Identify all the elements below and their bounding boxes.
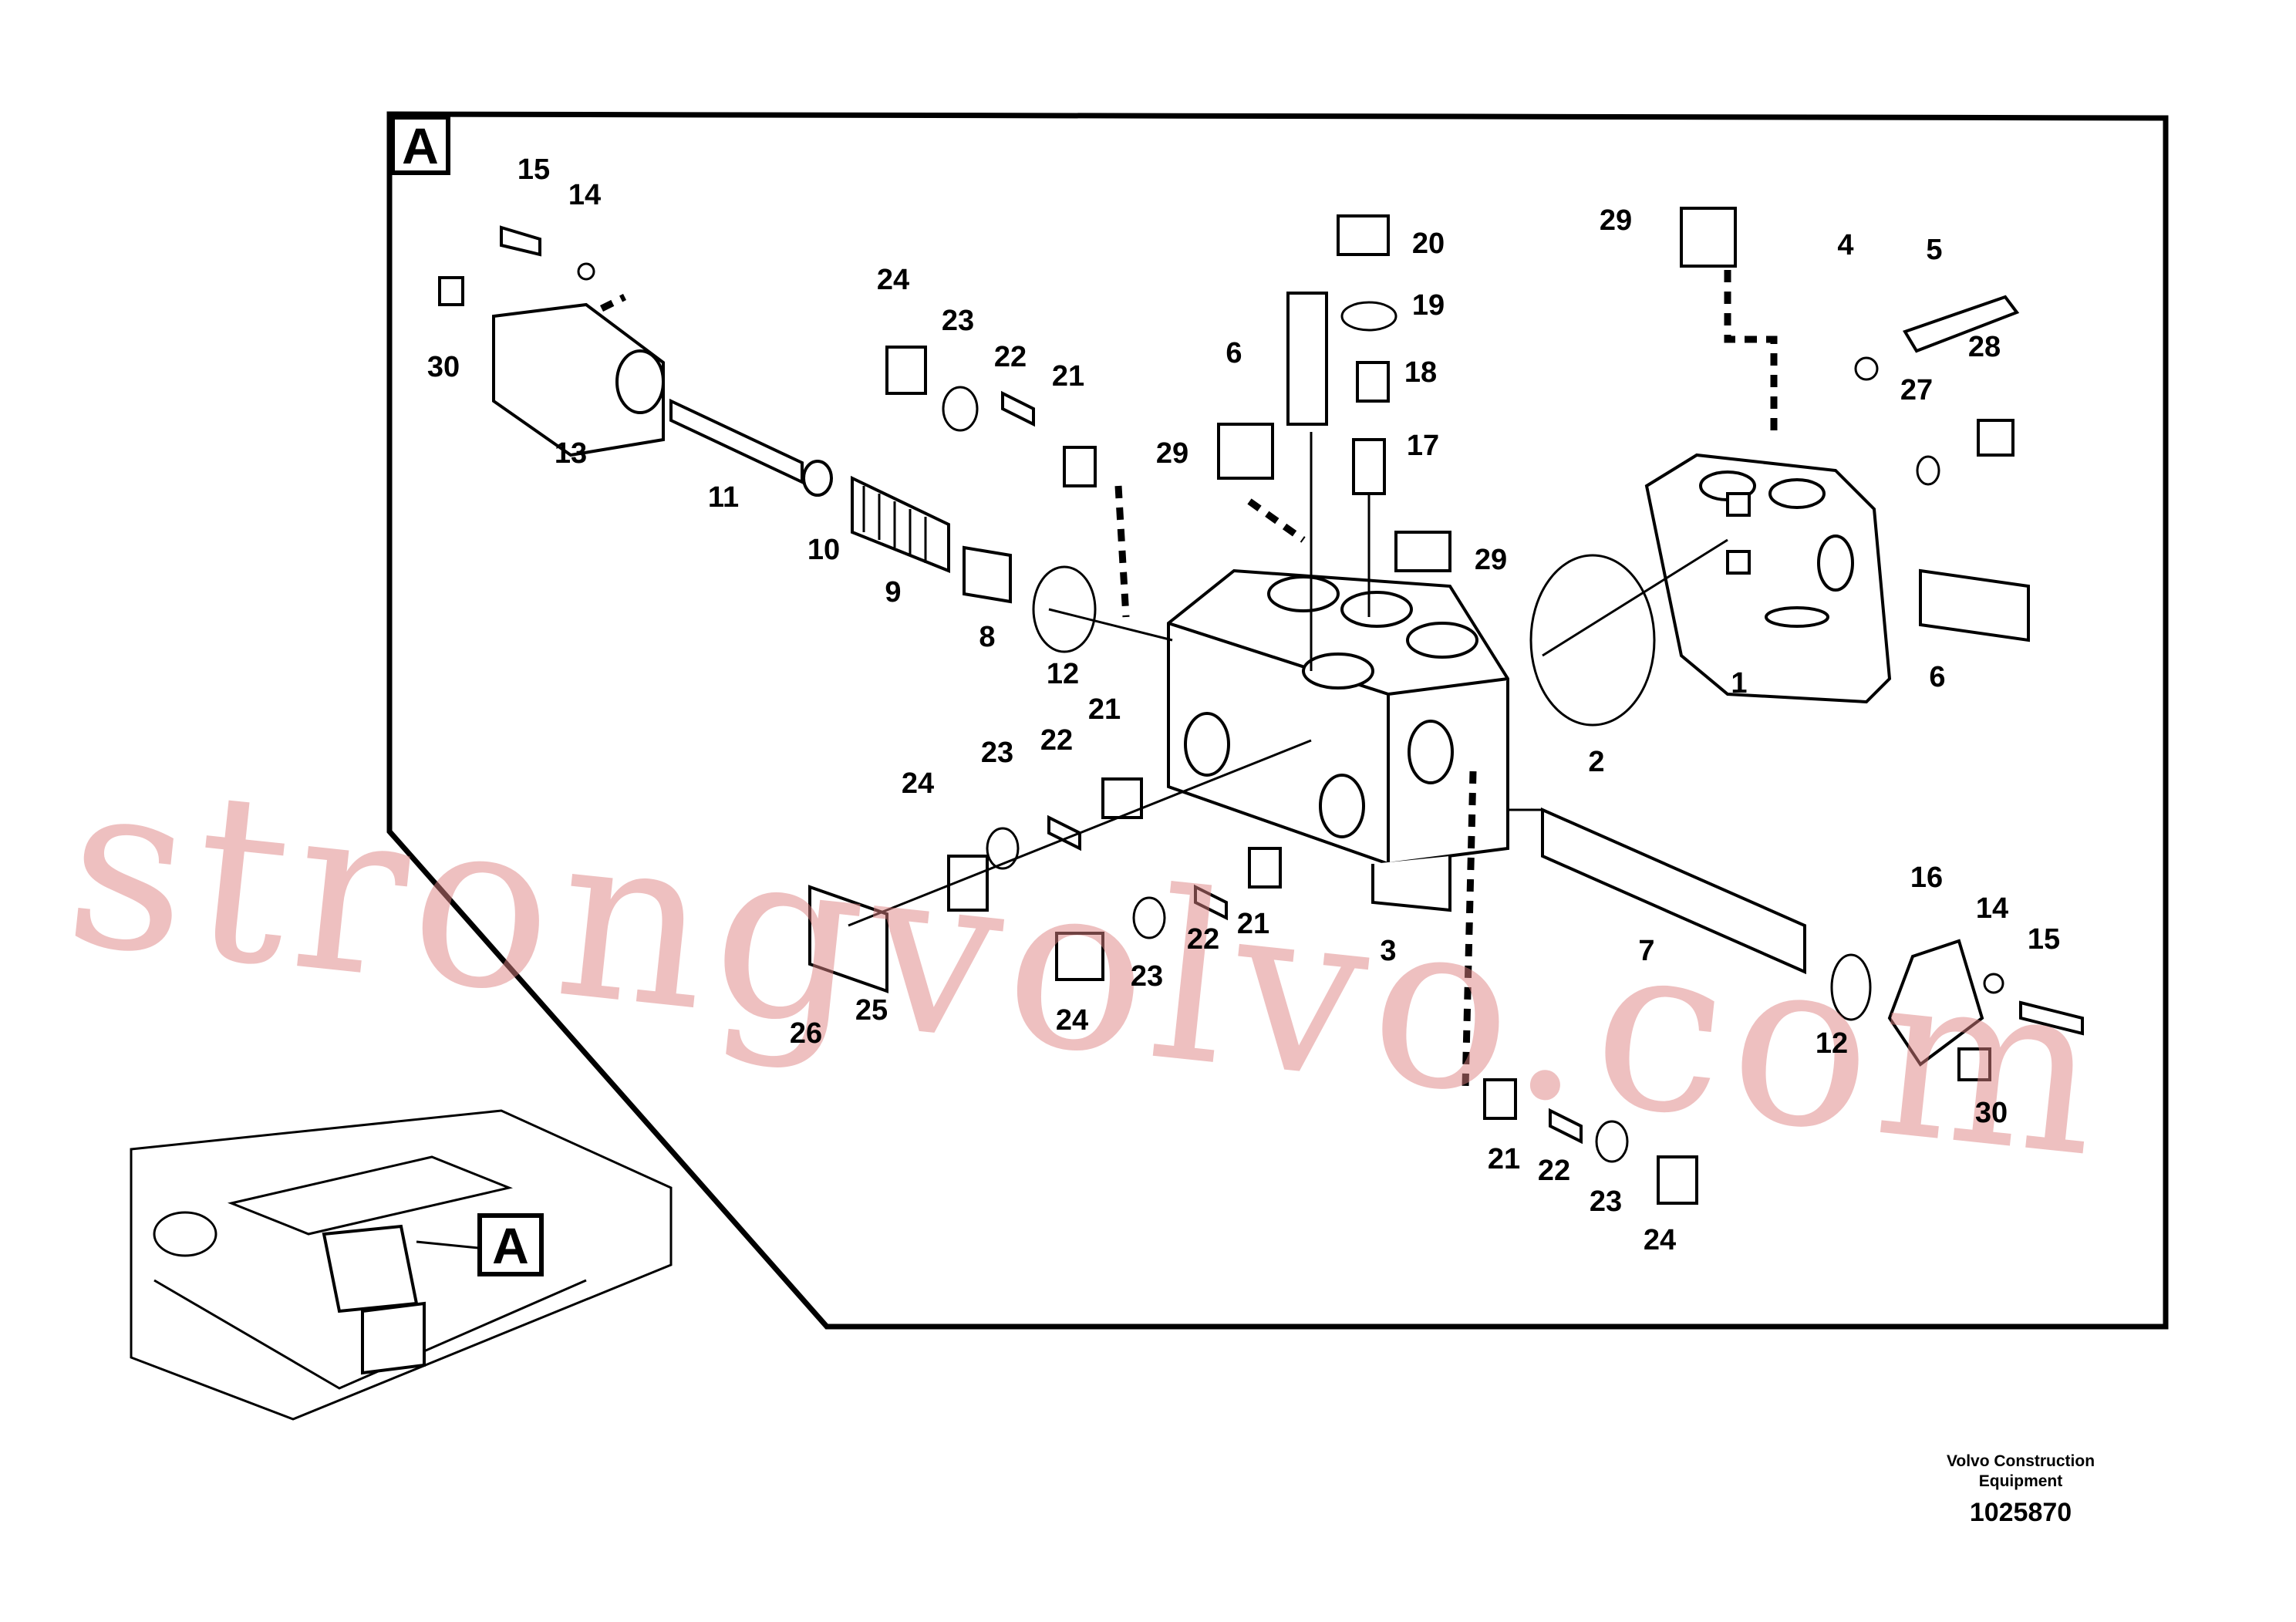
part-callout-22: 22: [1040, 724, 1073, 757]
part-callout-4: 4: [1837, 229, 1853, 261]
drawing-number: 1025870: [1969, 1498, 2072, 1527]
part-callout-17: 17: [1407, 430, 1439, 462]
part-callout-10: 10: [807, 534, 840, 566]
part-callout-9: 9: [885, 576, 901, 609]
inset-badge: [477, 1213, 544, 1276]
part-callout-21: 21: [1237, 908, 1269, 940]
part-callout-20: 20: [1412, 228, 1445, 260]
part-callout-6: 6: [1929, 661, 1945, 693]
inset-letter: A: [492, 1217, 529, 1274]
part-callout-7: 7: [1638, 935, 1654, 967]
part-callout-6: 6: [1226, 337, 1242, 369]
part-callout-30: 30: [427, 351, 460, 383]
title-block: Volvo Construction Equipment 1025870: [1859, 1452, 2183, 1528]
part-callout-3: 3: [1380, 935, 1396, 967]
part-callout-24: 24: [1644, 1224, 1676, 1256]
part-callout-18: 18: [1404, 356, 1437, 389]
part-callout-22: 22: [1538, 1155, 1570, 1187]
part-callout-11: 11: [708, 481, 739, 514]
part-callout-12: 12: [1047, 658, 1079, 690]
detail-view-letter: A: [402, 117, 439, 174]
detail-frame: [386, 111, 2169, 1330]
valve-body: [1167, 568, 1509, 912]
part-callout-29: 29: [1600, 204, 1632, 237]
inset-overview: [130, 1109, 673, 1421]
part-callout-1: 1: [1731, 667, 1747, 700]
manufacturer-line-1: Volvo Construction: [1946, 1452, 2095, 1470]
left-spool-assembly: [438, 225, 1097, 653]
part-callout-21: 21: [1088, 693, 1121, 726]
detail-view-badge: [390, 115, 450, 175]
assembly-lines: [599, 270, 1778, 1088]
part-callout-24: 24: [1056, 1004, 1088, 1037]
manufacturer-line-2: Equipment: [1978, 1472, 2063, 1490]
part-callout-12: 12: [1816, 1027, 1848, 1060]
part-callout-25: 25: [855, 994, 888, 1027]
part-callout-16: 16: [1910, 862, 1943, 894]
part-callout-15: 15: [518, 153, 550, 186]
part-callout-5: 5: [1926, 234, 1942, 266]
right-hardware: [1541, 295, 2084, 1081]
front-plugs: [808, 777, 1698, 1205]
part-callout-22: 22: [1187, 923, 1219, 956]
part-callout-23: 23: [942, 305, 974, 337]
part-callout-29: 29: [1475, 544, 1507, 576]
part-callout-21: 21: [1052, 360, 1084, 393]
part-callout-13: 13: [555, 437, 587, 470]
part-callout-27: 27: [1900, 374, 1933, 406]
part-callout-14: 14: [568, 179, 601, 211]
part-callout-14: 14: [1976, 892, 2008, 925]
part-callout-2: 2: [1588, 746, 1604, 778]
part-callout-26: 26: [790, 1017, 822, 1050]
part-callout-15: 15: [2028, 923, 2060, 956]
top-plugs: [885, 207, 1737, 572]
callout-layer: 1514301311109812242322212019186172929294…: [427, 153, 2060, 1256]
part-callout-24: 24: [877, 264, 909, 296]
part-callout-23: 23: [1131, 960, 1163, 993]
part-callout-30: 30: [1975, 1097, 2008, 1129]
part-callout-19: 19: [1412, 289, 1445, 322]
part-callout-22: 22: [994, 341, 1027, 373]
part-callout-28: 28: [1968, 331, 2001, 363]
large-o-ring: [1529, 554, 1656, 727]
part-callout-23: 23: [1590, 1185, 1622, 1218]
part-callout-8: 8: [979, 621, 995, 653]
part-callout-29: 29: [1156, 437, 1188, 470]
end-cover: [1644, 453, 1892, 704]
part-callout-23: 23: [981, 737, 1013, 769]
part-callout-21: 21: [1488, 1143, 1520, 1175]
watermark: strongvolvo.com: [56, 728, 2119, 1209]
part-callout-24: 24: [902, 767, 934, 800]
